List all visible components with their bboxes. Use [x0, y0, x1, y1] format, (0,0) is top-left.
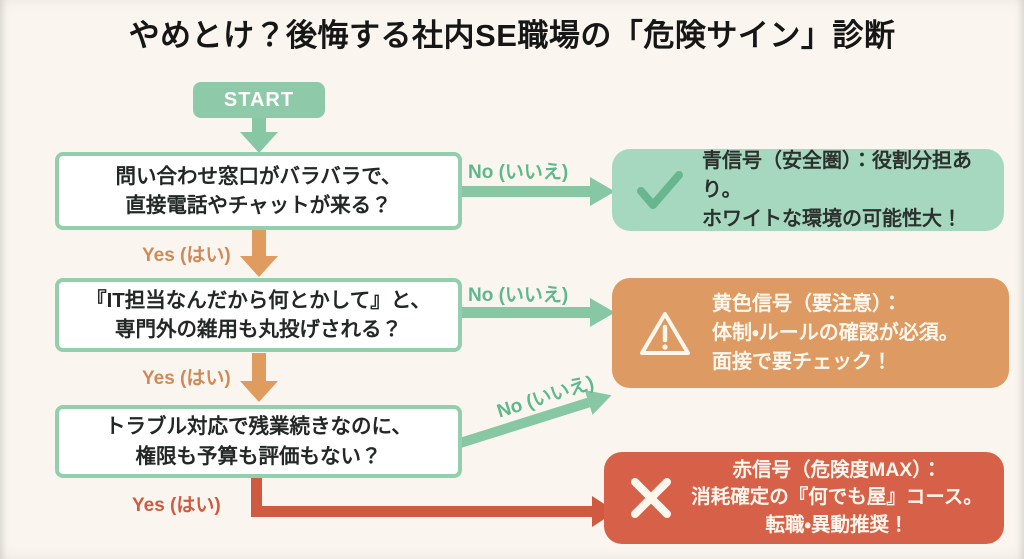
- question-3-line-1: トラブル対応で残業続きなのに、: [105, 415, 412, 439]
- q1-no-label: No (いいえ): [468, 162, 569, 183]
- start-down-arrow: [240, 116, 278, 153]
- x-icon: [628, 475, 674, 521]
- result-safe-line-1: 青信号（安全圏）：役割分担あり。: [702, 149, 972, 201]
- result-caution-line-1: 黄色信号（要注意）：: [712, 292, 902, 315]
- result-box-danger: 赤信号（危険度MAX）： 消耗確定の『何でも屋』コース。 転職・異動推奨！: [604, 452, 1004, 544]
- q3-yes-label: Yes (はい): [132, 495, 221, 516]
- result-box-caution: 黄色信号（要注意）： 体制・ルールの確認が必須。 面接で要チェック！: [612, 278, 1009, 388]
- question-2-line-2: 専門外の雑用も丸投げされる？: [115, 318, 402, 341]
- start-node: START: [193, 82, 325, 118]
- q2-no-label: No (いいえ): [468, 285, 569, 306]
- left-edge-shade: [0, 0, 7, 559]
- question-1-line-2: 直接電話やチャットが来る？: [125, 194, 392, 217]
- q2-yes-label: Yes (はい): [142, 368, 231, 389]
- q3-yes-arrow: [251, 478, 616, 527]
- q1-yes-arrow: [240, 229, 278, 277]
- question-3-line-2: 権限も予算も評価もない？: [135, 444, 382, 468]
- result-danger-line-3: 転職・異動推奨！: [765, 513, 909, 536]
- result-danger-line-1: 赤信号（危険度MAX）：: [732, 459, 942, 482]
- question-1-line-1: 問い合わせ窓口がバラバラで、: [115, 164, 402, 188]
- result-box-safe: 青信号（安全圏）：役割分担あり。 ホワイトな環境の可能性大！: [612, 149, 1004, 231]
- q1-yes-label: Yes (はい): [142, 245, 231, 266]
- result-caution-line-2: 体制・ルールの確認が必須。: [712, 321, 959, 344]
- result-danger-text: 赤信号（危険度MAX）： 消耗確定の『何でも屋』コース。 転職・異動推奨！: [680, 457, 994, 539]
- question-box-2: 『IT担当なんだから何とかして』と、 専門外の雑用も丸投げされる？: [55, 278, 462, 352]
- result-danger-line-2: 消耗確定の『何でも屋』コース。: [691, 486, 983, 509]
- question-2-line-1: 『IT担当なんだから何とかして』と、: [86, 288, 431, 312]
- q3-no-label: No (いいえ): [494, 372, 597, 423]
- page-title: やめとけ？後悔する社内SE職場の「危険サイン」診断: [128, 18, 896, 53]
- result-caution-line-3: 面接で要チェック！: [712, 350, 892, 373]
- result-safe-text: 青信号（安全圏）：役割分担あり。 ホワイトな環境の可能性大！: [702, 147, 994, 234]
- right-edge-shade: [1017, 0, 1024, 559]
- question-box-1: 問い合わせ窓口がバラバラで、 直接電話やチャットが来る？: [55, 152, 462, 230]
- result-safe-line-2: ホワイトな環境の可能性大！: [702, 207, 962, 230]
- check-icon: [636, 168, 684, 212]
- question-box-3: トラブル対応で残業続きなのに、 権限も予算も評価もない？: [55, 405, 462, 478]
- warning-icon: [636, 307, 694, 359]
- result-caution-text: 黄色信号（要注意）： 体制・ルールの確認が必須。 面接で要チェック！: [712, 290, 959, 377]
- q2-yes-arrow: [240, 353, 278, 402]
